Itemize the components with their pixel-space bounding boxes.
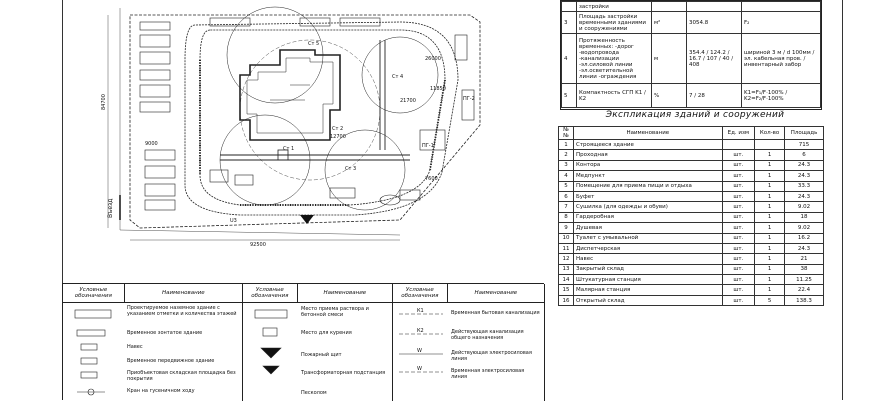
- plan-crane-1: Ст 1: [283, 146, 294, 152]
- params-row: 5 Компактность СГП K1 / K2 % 7 / 28 K1=F…: [561, 83, 821, 108]
- explication-table: №№ Наименование Ед. изм Кол-во Площадь 1…: [558, 126, 824, 307]
- svg-text:К2: К2: [417, 328, 424, 334]
- plan-pg2: ПГ-2: [463, 96, 475, 102]
- legend-item: Временное зонтатое здание: [127, 330, 203, 336]
- legend-item: Пожарный щит: [301, 352, 342, 358]
- legend-symbols-1: [74, 309, 112, 396]
- plan-pg1: ПГ-1: [422, 143, 434, 149]
- legend-item: Временное передвижное здание: [127, 358, 215, 364]
- legend-item: Место для курения: [301, 330, 352, 336]
- svg-text:W: W: [417, 348, 422, 354]
- legend-item: Временная бытовая канализация: [451, 310, 540, 316]
- site-parameters-table: застройки 3 Площадь застройки временными…: [560, 0, 822, 110]
- site-plan-drawing: 92500 84700 Въезд Ст 1 Ст 2 Ст 3 Ст 4 Ст…: [101, 6, 481, 248]
- legend-column-1: Условные обозначения Наименование Проект…: [63, 284, 243, 401]
- plan-dim-c: 12700: [330, 134, 346, 140]
- legend-item: Проектируемое наземное здание с указание…: [127, 305, 237, 317]
- legend-item: Временная электросиловая линия: [451, 368, 525, 380]
- plan-dim-e: 7600: [425, 176, 438, 182]
- explication-title: Экспликация зданий и сооружений: [605, 110, 785, 120]
- legend-item: Кран на гусеничном ходу: [127, 388, 195, 394]
- plan-crane-4: Ст 4: [392, 74, 403, 80]
- site-plan: 92500 84700 Въезд Ст 1 Ст 2 Ст 3 Ст 4 Ст…: [100, 0, 540, 250]
- legend-item: Приобъектовая складская площадка без пок…: [127, 370, 236, 382]
- params-row: 4 Протяженность временных: -дорог -водоп…: [561, 33, 821, 84]
- legend-item: Песколом: [301, 390, 327, 396]
- legend-item: Место приема раствора и бетонной смеси: [301, 306, 369, 318]
- sheet-frame-left: [62, 0, 63, 400]
- svg-text:К1: К1: [417, 308, 424, 314]
- legend-column-2: Условные обозначения Наименование Место …: [243, 284, 393, 401]
- plan-dim-f: 11850: [430, 86, 446, 92]
- plan-dim-b: 21700: [400, 98, 416, 104]
- legend-symbols-2: [254, 309, 288, 375]
- plan-u3: U3: [230, 218, 237, 224]
- plan-dim-d: 26000: [425, 56, 441, 62]
- plan-dim-bottom: 92500: [250, 242, 266, 248]
- plan-entry-label: Въезд: [107, 199, 114, 218]
- legend-item: Действующая электросиловая линия: [451, 350, 532, 362]
- legend-table: Условные обозначения Наименование Проект…: [62, 283, 545, 401]
- legend-item: Трансформаторная подстанция: [301, 370, 386, 376]
- plan-crane-3: Ст 3: [345, 166, 356, 172]
- explication-header-row: №№ Наименование Ед. изм Кол-во Площадь: [558, 126, 824, 140]
- legend-item: Навес: [127, 344, 143, 350]
- legend-line-symbols: К1 К2 W W: [399, 308, 443, 373]
- svg-text:W: W: [417, 366, 422, 372]
- plan-dim-a: 9000: [145, 141, 158, 147]
- legend-item: Действующая канализация общего назначени…: [451, 329, 524, 341]
- sheet-frame-right: [842, 0, 843, 400]
- plan-crane-5: Ст 5: [308, 41, 319, 47]
- params-row: застройки: [561, 1, 821, 12]
- legend-column-3: Условные обозначения Наименование К1 К2 …: [393, 284, 545, 401]
- params-row: 3 Площадь застройки временными зданиями …: [561, 11, 821, 34]
- plan-crane-2: Ст 2: [332, 126, 343, 132]
- plan-dim-left: 84700: [101, 94, 107, 110]
